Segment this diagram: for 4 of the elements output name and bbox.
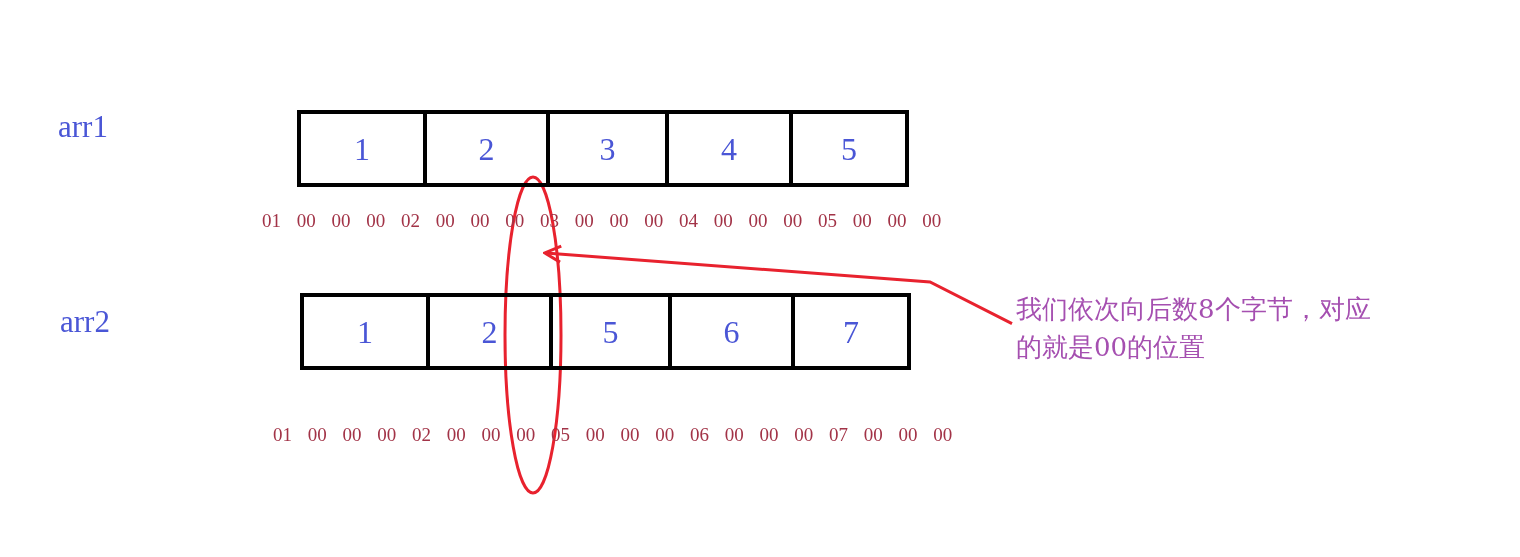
array-name: arr1 — [58, 108, 108, 146]
arrow — [543, 244, 1013, 325]
array-name: arr2 — [60, 303, 110, 341]
annotation-text: 我们依次向后数8个字节，对应的就是00的位置 — [1016, 293, 1372, 364]
